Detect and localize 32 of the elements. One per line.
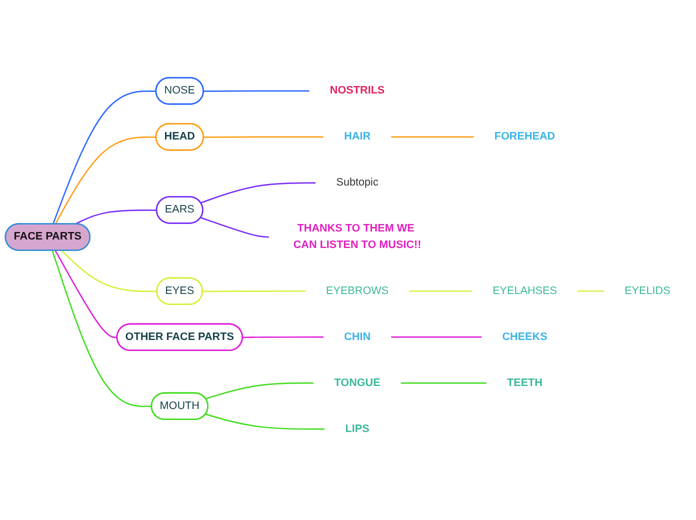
node-text: EYEBROWS [326, 285, 389, 297]
node-text: CHEEKS [502, 331, 548, 343]
connector [200, 182, 316, 204]
node-text: EYELAHSES [492, 285, 557, 297]
connector [242, 336, 324, 338]
node-text: TONGUE [334, 377, 380, 389]
node-text: CHIN [344, 331, 371, 343]
connector [200, 217, 270, 238]
connector [390, 336, 482, 338]
connector [54, 136, 156, 224]
connector [202, 290, 306, 292]
connector [390, 136, 474, 138]
connector [61, 250, 158, 292]
node-text: TEETH [507, 377, 542, 389]
node-text: EYELIDS [624, 285, 670, 297]
connector [52, 250, 152, 408]
connector [408, 290, 472, 292]
connector [52, 90, 156, 224]
connector [204, 90, 310, 92]
connector [205, 414, 325, 430]
node-text: NOSTRILS [330, 84, 385, 96]
node-text: Subtopic [336, 176, 378, 188]
connector [400, 382, 487, 384]
connector [74, 210, 157, 225]
connector [54, 250, 118, 338]
node-text: THANKS TO THEM WE CAN LISTEN TO MUSIC!! [293, 222, 422, 251]
node-text: HAIR [344, 130, 371, 142]
node-text: LIPS [345, 423, 370, 435]
connector [577, 290, 604, 292]
node-text: FOREHEAD [494, 130, 556, 142]
connector [205, 382, 314, 400]
connector [204, 136, 324, 138]
